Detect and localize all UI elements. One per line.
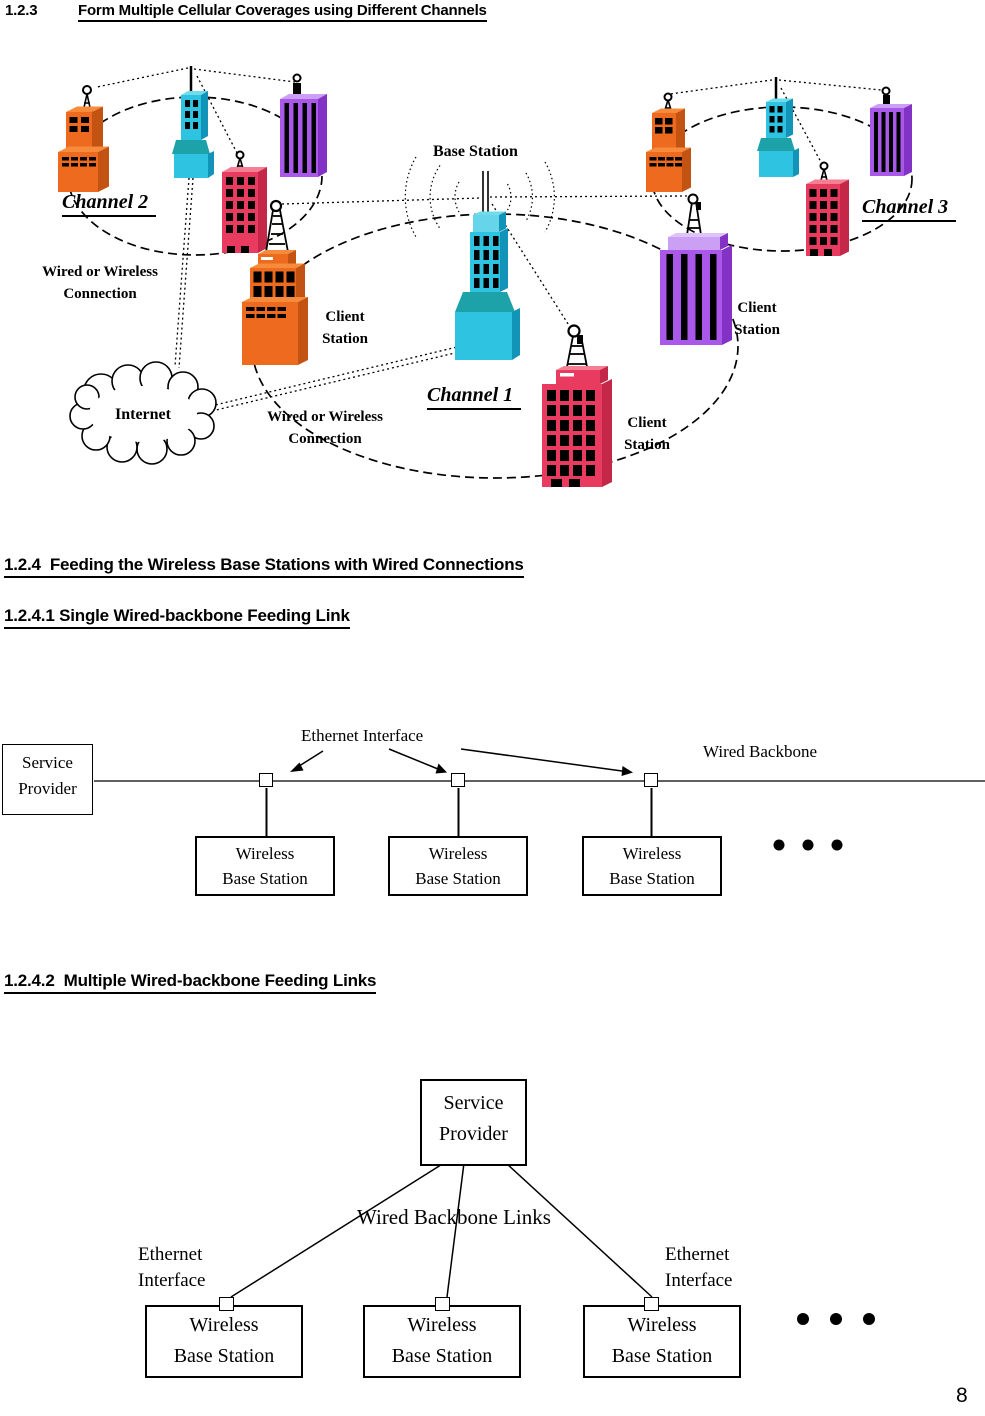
orange-client-station-building-icon bbox=[242, 199, 308, 365]
multiple-backbone-linework bbox=[230, 1162, 875, 1325]
ethernet-interface-square bbox=[644, 773, 658, 787]
service-provider-box: Service Provider bbox=[420, 1079, 527, 1166]
heading-1-2-4-2: 1.2.4.2 Multiple Wired-backbone Feeding … bbox=[4, 971, 376, 994]
red-building-ch2-icon bbox=[222, 150, 267, 253]
wired-backbone-links-label: Wired Backbone Links bbox=[357, 1205, 551, 1229]
orange-building-ch2-icon bbox=[58, 85, 109, 192]
cyan-building-ch3-icon bbox=[757, 98, 799, 177]
ellipsis-dots bbox=[797, 1313, 875, 1325]
purple-building-ch2-icon bbox=[280, 73, 327, 177]
ethernet-interface-square bbox=[259, 773, 273, 787]
client-station-label-orange: Client Station bbox=[322, 309, 368, 347]
wired-link-internet-bs bbox=[210, 346, 460, 412]
internet-label: Internet bbox=[115, 406, 171, 423]
wireless-base-station-box: Wireless Base Station bbox=[145, 1305, 303, 1378]
wired-or-wireless-label-left: Wired or Wireless Connection bbox=[42, 264, 158, 302]
channel-3-label: Channel 3 bbox=[862, 196, 957, 222]
cyan-building-ch2-icon bbox=[172, 91, 214, 178]
ethernet-interface-label-left: Ethernet Interface bbox=[138, 1244, 206, 1291]
ethernet-interface-square bbox=[644, 1297, 659, 1311]
mast-base-station bbox=[482, 171, 489, 216]
orange-building-ch3-icon bbox=[646, 92, 691, 192]
ethernet-interface-label-right: Ethernet Interface bbox=[665, 1244, 733, 1291]
red-client-station-building-icon bbox=[542, 324, 612, 487]
radio-wave-arcs bbox=[404, 156, 555, 238]
heading-1-2-4-1: 1.2.4.1 Single Wired-backbone Feeding Li… bbox=[4, 606, 350, 629]
base-station-building-icon bbox=[455, 211, 520, 360]
wired-link-internet-ch2 bbox=[174, 177, 194, 369]
wired-or-wireless-label-center: Wired or Wireless Connection bbox=[267, 409, 383, 447]
wireless-links-channel2 bbox=[96, 67, 296, 154]
wireless-base-station-box: Wireless Base Station bbox=[363, 1305, 521, 1378]
client-station-label-red: Client Station bbox=[624, 415, 670, 453]
ethernet-interface-label: Ethernet Interface bbox=[301, 726, 424, 745]
channel-1-label: Channel 1 bbox=[427, 384, 522, 410]
ethernet-interface-square bbox=[219, 1297, 234, 1311]
internet-cloud-icon bbox=[69, 361, 217, 465]
wireless-base-station-box: Wireless Base Station bbox=[388, 836, 528, 896]
heading-1-2-3: 1.2.3 Form Multiple Cellular Coverages u… bbox=[5, 2, 487, 22]
client-station-label-purple: Client Station bbox=[734, 300, 780, 338]
wireless-links-channel1 bbox=[281, 195, 688, 328]
base-station-label: Base Station bbox=[433, 143, 518, 160]
wireless-base-station-box: Wireless Base Station bbox=[583, 1305, 741, 1378]
wired-backbone-label: Wired Backbone bbox=[703, 742, 818, 761]
wireless-base-station-box: Wireless Base Station bbox=[195, 836, 335, 896]
service-provider-box: Service Provider bbox=[2, 744, 93, 815]
purple-client-station-building-icon bbox=[660, 193, 732, 345]
purple-building-ch3-icon bbox=[870, 86, 912, 176]
wireless-base-station-box: Wireless Base Station bbox=[582, 836, 722, 896]
single-backbone-linework bbox=[94, 748, 985, 851]
red-building-ch3-icon bbox=[806, 161, 849, 256]
ethernet-interface-square bbox=[435, 1297, 450, 1311]
page-number: 8 bbox=[956, 1384, 968, 1407]
wireless-links-channel3 bbox=[669, 79, 882, 165]
channel-2-label: Channel 2 bbox=[62, 191, 157, 217]
heading-1-2-4: 1.2.4 Feeding the Wireless Base Stations… bbox=[4, 555, 524, 578]
ethernet-interface-square bbox=[451, 773, 465, 787]
heading-title: Form Multiple Cellular Coverages using D… bbox=[78, 2, 487, 22]
ellipsis-dots bbox=[773, 839, 843, 851]
heading-number: 1.2.3 bbox=[5, 2, 38, 19]
